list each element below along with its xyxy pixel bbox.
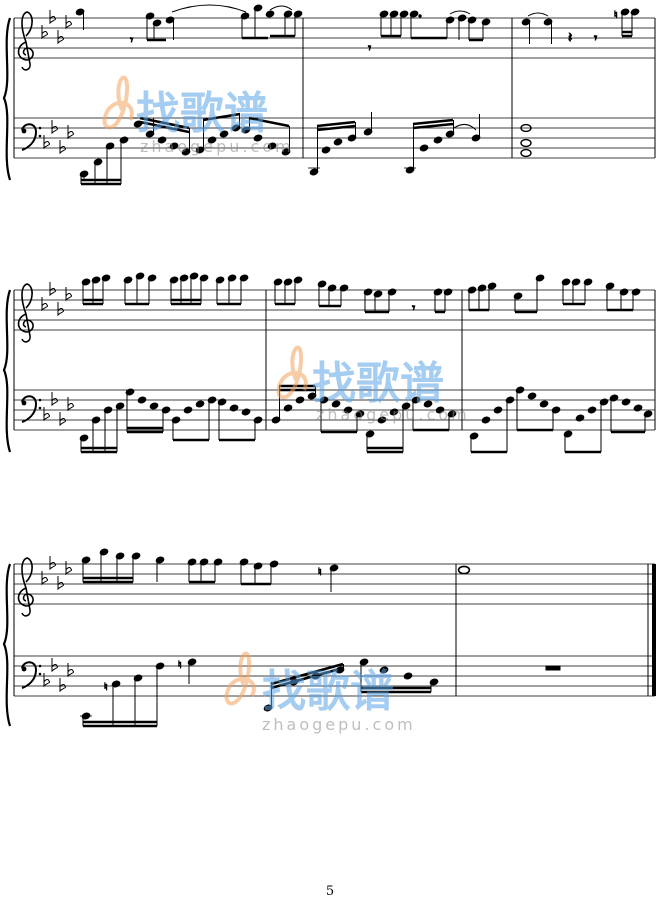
key-signature (41, 281, 75, 426)
system-3: ♮ ♮ ♮ (2, 548, 656, 728)
treble-staff (14, 289, 655, 331)
notes-treble-m3: 𝄽 𝄾 ♮ (521, 8, 640, 47)
system-1: 𝄾 𝄾 (2, 4, 656, 186)
final-barline-thick (652, 564, 656, 696)
svg-text:zhaogepu.com: zhaogepu.com (316, 405, 470, 424)
system-2: 𝄾 (2, 272, 656, 454)
svg-text:zhaogepu.com: zhaogepu.com (262, 715, 416, 734)
music-clef-logo-icon (276, 345, 308, 400)
svg-text:𝄾: 𝄾 (594, 31, 597, 45)
svg-text:zhaogepu.com: zhaogepu.com (140, 137, 294, 156)
notes-bass-m1 (79, 112, 291, 186)
whole-rest (545, 665, 561, 671)
watermark-3: 找歌谱 zhaogepu.com (224, 651, 416, 734)
treble-clef (17, 283, 34, 343)
svg-text:𝄾: 𝄾 (368, 41, 371, 55)
notes-bass-m2 (308, 112, 481, 176)
treble-clef (17, 11, 34, 71)
notes-bass-system-2 (79, 384, 653, 454)
treble-staff (14, 563, 655, 605)
music-clef-logo-icon (102, 75, 134, 130)
notes-treble-m1: 𝄾 (75, 4, 303, 48)
svg-text:♮: ♮ (318, 567, 322, 578)
notes-bass-system-3: ♮ ♮ (80, 658, 561, 728)
svg-text:找歌谱: 找歌谱 (262, 666, 394, 717)
svg-text:找歌谱: 找歌谱 (312, 358, 444, 409)
treble-clef (17, 557, 34, 617)
notes-treble-system-2: 𝄾 (81, 272, 641, 316)
svg-text:♮: ♮ (178, 660, 182, 671)
treble-staff (14, 17, 655, 59)
svg-text:找歌谱: 找歌谱 (136, 88, 268, 139)
svg-text:𝄾: 𝄾 (412, 301, 415, 315)
notes-treble-system-3: ♮ (81, 548, 471, 592)
key-signature (41, 555, 75, 692)
key-signature (41, 9, 75, 154)
notes-bass-m3 (520, 123, 532, 158)
music-clef-logo-icon (224, 651, 256, 706)
svg-text:𝄽: 𝄽 (568, 30, 572, 46)
whole-note (457, 565, 471, 575)
watermark-2: 找歌谱 zhaogepu.com (276, 345, 470, 424)
notes-treble-m2: 𝄾 (368, 10, 491, 56)
svg-text:♮: ♮ (614, 10, 618, 21)
watermark-1: 找歌谱 zhaogepu.com (102, 75, 294, 156)
page-number: 5 (325, 884, 335, 899)
svg-text:𝄾: 𝄾 (130, 33, 133, 47)
svg-text:♮: ♮ (104, 682, 108, 693)
